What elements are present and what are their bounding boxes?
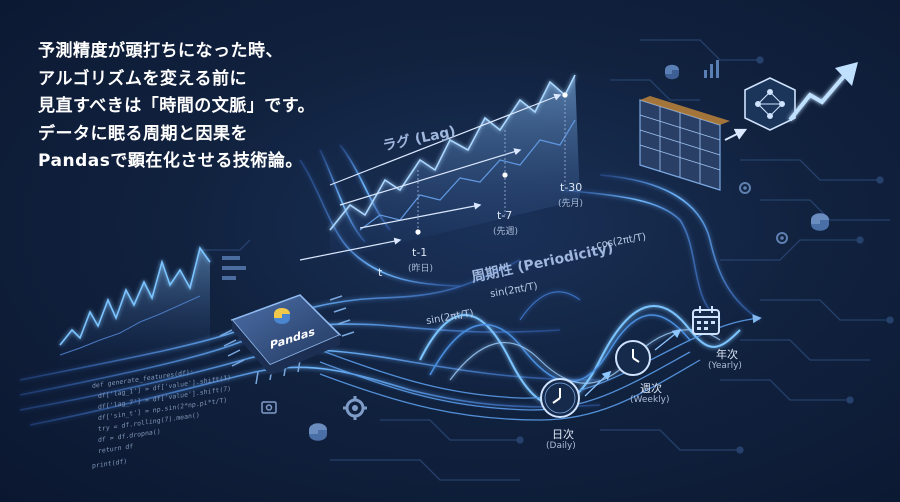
cycle-arrows xyxy=(584,328,682,397)
lag-t-label: t xyxy=(378,266,383,279)
pandas-chip xyxy=(219,294,355,385)
left-time-series-chart xyxy=(59,246,246,360)
lag-chart xyxy=(299,74,580,261)
yearly-sub: (Yearly) xyxy=(708,361,742,371)
daily-sub: (Daily) xyxy=(546,441,576,451)
lag-t30-label: t-30 xyxy=(560,181,583,194)
lag-t30-sub: (先月) xyxy=(558,199,584,209)
weekly-sub: (Weekly) xyxy=(630,395,670,405)
lag-t7-label: t-7 xyxy=(497,209,513,222)
lag-t7-sub: (先週) xyxy=(493,227,519,237)
data-table-block xyxy=(639,96,730,191)
bar-chart-icon xyxy=(704,60,719,78)
gear-icon-small xyxy=(776,232,788,244)
circuit-traces xyxy=(200,39,894,481)
weekly-clock-icon xyxy=(615,340,651,376)
model-network xyxy=(724,62,858,141)
small-chart-icon xyxy=(261,401,277,414)
headline-line-5: Pandasで顕在化させる技術論。 xyxy=(38,151,303,171)
python-icon-top xyxy=(665,64,679,80)
lag-t1-sub: (昨日) xyxy=(408,264,434,274)
lag-t1-label: t-1 xyxy=(412,246,428,259)
weekly-label: 週次 xyxy=(640,382,662,395)
headline-line-3: 見直すべきは「時間の文脈」です。 xyxy=(38,96,316,116)
daily-clock-icon xyxy=(540,378,580,418)
headline-line-1: 予測精度が頭打ちになった時、 xyxy=(38,41,283,61)
python-icon-bottom xyxy=(309,423,327,441)
gear-icon xyxy=(343,396,367,420)
headline-line-4: データに眠る周期と因果を xyxy=(38,123,248,144)
headline-line-2: アルゴリズムを変える前に xyxy=(38,68,247,89)
yearly-calendar-icon xyxy=(692,306,720,335)
python-icon-right xyxy=(811,213,829,231)
gear-icon-right xyxy=(739,182,751,194)
yearly-label: 年次 xyxy=(716,348,738,361)
headline: 予測精度が頭打ちになった時、 アルゴリズムを変える前に 見直すべきは「時間の文脈… xyxy=(38,38,315,176)
daily-label: 日次 xyxy=(552,428,574,441)
